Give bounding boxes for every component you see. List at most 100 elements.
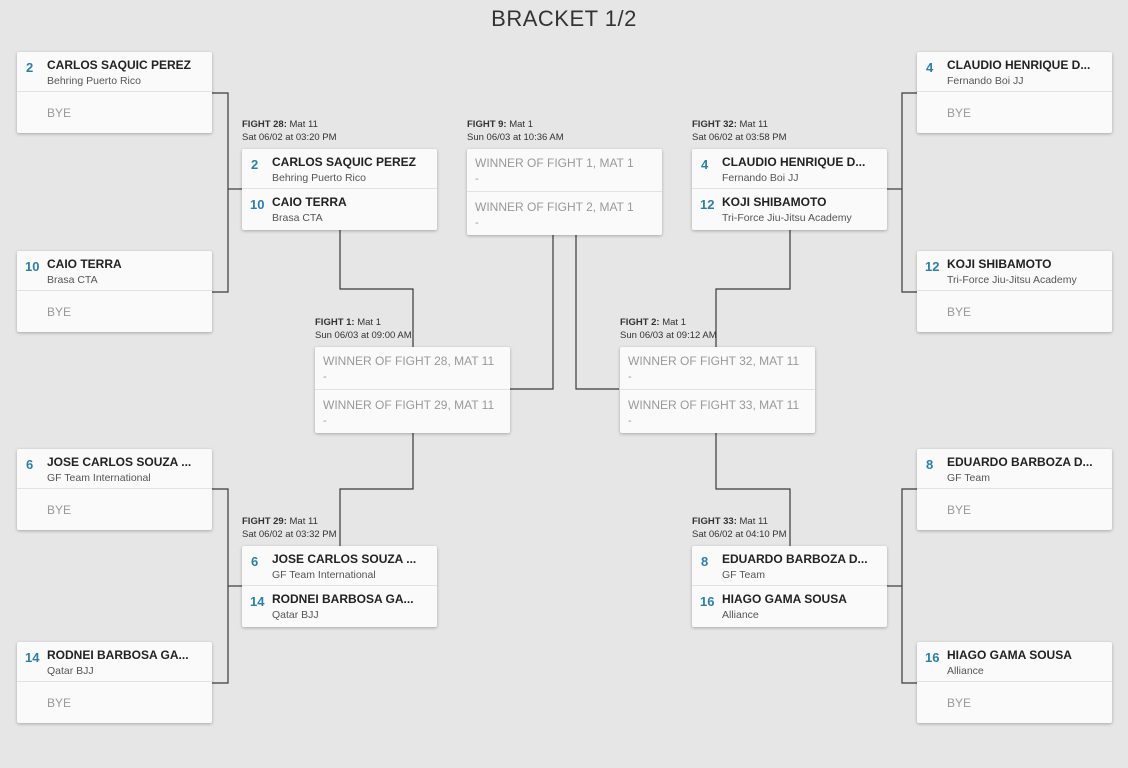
competitor-slot[interactable]: 4 CLAUDIO HENRIQUE D... Fernando Boi JJ — [917, 52, 1112, 92]
fight-label: FIGHT 28: — [242, 119, 287, 130]
competitor-slot[interactable]: 6 JOSE CARLOS SOUZA ... GF Team Internat… — [17, 449, 212, 489]
seed-number: 6 — [26, 457, 34, 472]
r1-right-card-1[interactable]: 4 CLAUDIO HENRIQUE D... Fernando Boi JJ … — [917, 52, 1112, 133]
competitor-name: CLAUDIO HENRIQUE D... — [947, 58, 1091, 72]
competitor-name: RODNEI BARBOSA GA... — [47, 648, 189, 662]
fight-2-card[interactable]: WINNER OF FIGHT 32, MAT 11 - WINNER OF F… — [620, 347, 815, 433]
competitor-slot[interactable]: 6 JOSE CARLOS SOUZA ... GF Team Internat… — [242, 546, 437, 586]
fight-label: FIGHT 29: — [242, 516, 287, 527]
r1-left-card-2[interactable]: 10 CAIO TERRA Brasa CTA BYE — [17, 251, 212, 332]
fight-mat: Mat 11 — [289, 516, 318, 527]
fight-28-info: FIGHT 28: Mat 11 Sat 06/02 at 03:20 PM — [242, 118, 442, 144]
r1-left-card-4[interactable]: 14 RODNEI BARBOSA GA... Qatar BJJ BYE — [17, 642, 212, 723]
team-name: Brasa CTA — [272, 212, 323, 224]
fight-label: FIGHT 1: — [315, 317, 355, 328]
bye-slot: BYE — [917, 92, 1112, 132]
placeholder-dash: - — [475, 217, 479, 229]
competitor-name: EDUARDO BARBOZA D... — [947, 455, 1093, 469]
seed-number: 8 — [926, 457, 934, 472]
bye-label: BYE — [47, 106, 72, 120]
competitor-slot[interactable]: 2 CARLOS SAQUIC PEREZ Behring Puerto Ric… — [17, 52, 212, 92]
fight-mat: Mat 11 — [739, 516, 768, 527]
fight-32-card[interactable]: 4 CLAUDIO HENRIQUE D... Fernando Boi JJ … — [692, 149, 887, 230]
fight-date: Sat 06/02 at 04:10 PM — [692, 529, 787, 540]
team-name: Brasa CTA — [47, 274, 98, 286]
competitor-name: JOSE CARLOS SOUZA ... — [47, 455, 192, 469]
competitor-slot[interactable]: 16 HIAGO GAMA SOUSA Alliance — [692, 586, 887, 626]
team-name: Alliance — [947, 665, 984, 677]
competitor-slot[interactable]: 10 CAIO TERRA Brasa CTA — [17, 251, 212, 291]
seed-number: 6 — [251, 554, 259, 569]
r1-right-card-4[interactable]: 16 HIAGO GAMA SOUSA Alliance BYE — [917, 642, 1112, 723]
seed-number: 14 — [250, 594, 265, 609]
bye-slot: BYE — [17, 92, 212, 132]
winner-placeholder-slot[interactable]: WINNER OF FIGHT 1, MAT 1 - — [467, 149, 662, 192]
competitor-slot[interactable]: 10 CAIO TERRA Brasa CTA — [242, 189, 437, 229]
competitor-slot[interactable]: 8 EDUARDO BARBOZA D... GF Team — [917, 449, 1112, 489]
fight-33-card[interactable]: 8 EDUARDO BARBOZA D... GF Team 16 HIAGO … — [692, 546, 887, 627]
bye-label: BYE — [47, 503, 72, 517]
competitor-name: RODNEI BARBOSA GA... — [272, 592, 414, 606]
competitor-slot[interactable]: 14 RODNEI BARBOSA GA... Qatar BJJ — [242, 586, 437, 626]
fight-mat: Mat 11 — [289, 119, 318, 130]
team-name: Tri-Force Jiu-Jitsu Academy — [722, 212, 852, 224]
competitor-name: JOSE CARLOS SOUZA ... — [272, 552, 417, 566]
fight-1-info: FIGHT 1: Mat 1 Sun 06/03 at 09:00 AM — [315, 316, 515, 342]
seed-number: 16 — [925, 650, 940, 665]
fight-29-card[interactable]: 6 JOSE CARLOS SOUZA ... GF Team Internat… — [242, 546, 437, 627]
competitor-slot[interactable]: 16 HIAGO GAMA SOUSA Alliance — [917, 642, 1112, 682]
seed-number: 12 — [925, 259, 940, 274]
seed-number: 8 — [701, 554, 709, 569]
seed-number: 4 — [926, 60, 934, 75]
team-name: Fernando Boi JJ — [722, 172, 799, 184]
competitor-name: CAIO TERRA — [47, 257, 122, 271]
fight-date: Sun 06/03 at 09:12 AM — [620, 330, 717, 341]
competitor-name: EDUARDO BARBOZA D... — [722, 552, 868, 566]
competitor-name: CARLOS SAQUIC PEREZ — [47, 58, 192, 72]
fight-date: Sat 06/02 at 03:58 PM — [692, 132, 787, 143]
competitor-name: HIAGO GAMA SOUSA — [722, 592, 847, 606]
placeholder-dash: - — [323, 415, 327, 427]
fight-28-card[interactable]: 2 CARLOS SAQUIC PEREZ Behring Puerto Ric… — [242, 149, 437, 230]
competitor-slot[interactable]: 12 KOJI SHIBAMOTO Tri-Force Jiu-Jitsu Ac… — [692, 189, 887, 229]
winner-placeholder-slot[interactable]: WINNER OF FIGHT 28, MAT 11 - — [315, 347, 510, 390]
bye-label: BYE — [947, 305, 972, 319]
bye-label: BYE — [47, 305, 72, 319]
fight-date: Sun 06/03 at 10:36 AM — [467, 132, 564, 143]
bye-slot: BYE — [17, 489, 212, 529]
team-name: Qatar BJJ — [272, 609, 319, 621]
winner-placeholder-slot[interactable]: WINNER OF FIGHT 2, MAT 1 - — [467, 193, 662, 235]
r1-left-card-3[interactable]: 6 JOSE CARLOS SOUZA ... GF Team Internat… — [17, 449, 212, 530]
winner-placeholder: WINNER OF FIGHT 29, MAT 11 — [323, 398, 495, 412]
seed-number: 10 — [25, 259, 40, 274]
competitor-slot[interactable]: 12 KOJI SHIBAMOTO Tri-Force Jiu-Jitsu Ac… — [917, 251, 1112, 291]
fight-mat: Mat 1 — [357, 317, 381, 328]
r1-left-card-1[interactable]: 2 CARLOS SAQUIC PEREZ Behring Puerto Ric… — [17, 52, 212, 133]
competitor-slot[interactable]: 8 EDUARDO BARBOZA D... GF Team — [692, 546, 887, 586]
r1-right-card-2[interactable]: 12 KOJI SHIBAMOTO Tri-Force Jiu-Jitsu Ac… — [917, 251, 1112, 332]
fight-9-card[interactable]: WINNER OF FIGHT 1, MAT 1 - WINNER OF FIG… — [467, 149, 662, 235]
team-name: Fernando Boi JJ — [947, 75, 1024, 87]
competitor-slot[interactable]: 2 CARLOS SAQUIC PEREZ Behring Puerto Ric… — [242, 149, 437, 189]
winner-placeholder-slot[interactable]: WINNER OF FIGHT 32, MAT 11 - — [620, 347, 815, 390]
r1-right-card-3[interactable]: 8 EDUARDO BARBOZA D... GF Team BYE — [917, 449, 1112, 530]
fight-mat: Mat 1 — [662, 317, 686, 328]
team-name: GF Team — [947, 472, 990, 484]
competitor-name: CARLOS SAQUIC PEREZ — [272, 155, 417, 169]
bye-label: BYE — [947, 106, 972, 120]
fight-1-card[interactable]: WINNER OF FIGHT 28, MAT 11 - WINNER OF F… — [315, 347, 510, 433]
fight-label: FIGHT 9: — [467, 119, 507, 130]
seed-number: 2 — [26, 60, 34, 75]
fight-date: Sat 06/02 at 03:20 PM — [242, 132, 337, 143]
bracket-title: BRACKET 1/2 — [491, 6, 637, 31]
competitor-slot[interactable]: 4 CLAUDIO HENRIQUE D... Fernando Boi JJ — [692, 149, 887, 189]
placeholder-dash: - — [628, 415, 632, 427]
fight-label: FIGHT 2: — [620, 317, 660, 328]
competitor-slot[interactable]: 14 RODNEI BARBOSA GA... Qatar BJJ — [17, 642, 212, 682]
fight-date: Sat 06/02 at 03:32 PM — [242, 529, 337, 540]
fight-32-info: FIGHT 32: Mat 11 Sat 06/02 at 03:58 PM — [692, 118, 892, 144]
winner-placeholder-slot[interactable]: WINNER OF FIGHT 29, MAT 11 - — [315, 391, 510, 433]
winner-placeholder: WINNER OF FIGHT 33, MAT 11 — [628, 398, 800, 412]
winner-placeholder-slot[interactable]: WINNER OF FIGHT 33, MAT 11 - — [620, 391, 815, 433]
competitor-name: KOJI SHIBAMOTO — [722, 195, 827, 209]
